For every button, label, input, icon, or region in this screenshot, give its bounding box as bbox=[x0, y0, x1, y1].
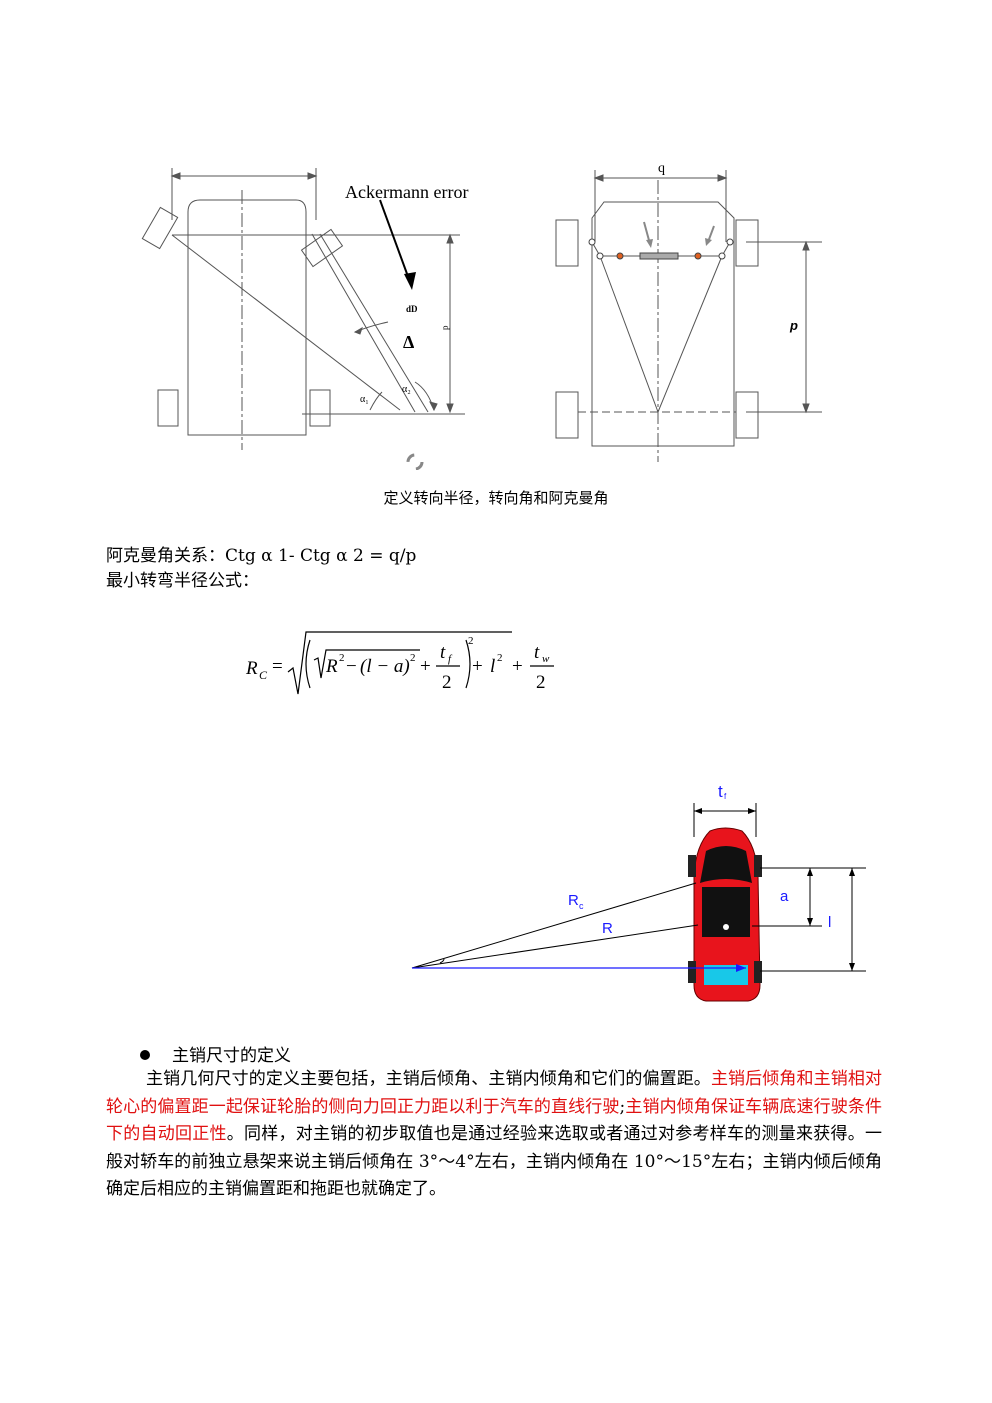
formula-l2-exp: 2 bbox=[497, 652, 503, 664]
formula-l-minus-a: (l − a) bbox=[360, 656, 410, 677]
formula-r2: R bbox=[325, 656, 338, 677]
formula-lhs: R bbox=[245, 658, 258, 679]
formula-tf-sub: f bbox=[448, 653, 453, 665]
alpha2-label: α₂ bbox=[402, 384, 411, 395]
formula-exp-2: 2 bbox=[410, 652, 416, 664]
section-heading-text: 主销尺寸的定义 bbox=[172, 1046, 291, 1066]
para-red1: 主销后倾角和主销相对轮心的偏置距一起保证轮胎的侧向力回正力距以利于汽车的直线行驶 bbox=[106, 1069, 883, 1117]
formula-outer-exp: 2 bbox=[468, 635, 474, 647]
bullet-icon bbox=[140, 1050, 150, 1060]
p-left-label: p bbox=[440, 325, 450, 330]
formula-two-b: 2 bbox=[536, 672, 546, 693]
rc-sub-label: c bbox=[579, 901, 584, 911]
svg-text:+: + bbox=[420, 656, 431, 677]
a-label: a bbox=[780, 888, 789, 905]
car-icon bbox=[688, 827, 762, 1002]
formula-two-a: 2 bbox=[442, 672, 452, 693]
l-label: l bbox=[828, 914, 831, 931]
min-turning-radius-formula: R C = R 2 − (l − a) 2 + t f 2 2 + l 2 + … bbox=[245, 631, 554, 695]
para-semicolon: ; bbox=[619, 1096, 626, 1117]
right-vehicle-diagram bbox=[555, 170, 822, 462]
ackermann-figure: Ackermann error dD Δ p α₁ α₂ bbox=[141, 161, 822, 470]
formula-r2-exp: 2 bbox=[339, 652, 345, 664]
formula-tf: t bbox=[440, 642, 446, 663]
r-label: R bbox=[602, 920, 613, 937]
min-radius-title: 最小转弯半径公式： bbox=[106, 571, 259, 591]
svg-text:+: + bbox=[472, 656, 483, 677]
para-part1: 主销几何尺寸的定义主要包括，主销后倾角、主销内倾角和它们的偏置距。 bbox=[146, 1069, 711, 1089]
formula-l2: l bbox=[490, 656, 495, 677]
formula-lhs-sub: C bbox=[259, 668, 268, 682]
para-red2: 主销内倾角保证车辆底速行驶条件下的自动回正性 bbox=[106, 1096, 883, 1145]
formula-tw-sub: w bbox=[542, 653, 550, 665]
delta-label: Δ bbox=[403, 332, 414, 352]
tf-sub-label: f bbox=[724, 792, 727, 801]
formula-tw: t bbox=[534, 642, 540, 663]
figure1-caption: 定义转向半径，转向角和阿克曼角 bbox=[383, 489, 609, 507]
alpha1-label: α₁ bbox=[360, 394, 369, 405]
q-label: q bbox=[658, 161, 665, 176]
formula-equals: = bbox=[272, 656, 283, 677]
section-heading: 主销尺寸的定义 bbox=[140, 1041, 291, 1066]
tf-label: t bbox=[718, 782, 723, 801]
rc-label: R bbox=[568, 892, 579, 909]
left-vehicle-diagram bbox=[141, 168, 465, 470]
car-turning-figure: t f R c R a l bbox=[411, 782, 866, 1002]
dd-label: dD bbox=[406, 304, 418, 314]
ackermann-error-label: Ackermann error bbox=[345, 182, 468, 202]
svg-text:−: − bbox=[346, 656, 357, 677]
section-paragraph: 主销几何尺寸的定义主要包括，主销后倾角、主销内倾角和它们的偏置距。主销后倾角和主… bbox=[106, 1066, 882, 1204]
svg-text:+: + bbox=[512, 656, 523, 677]
ackermann-relation: 阿克曼角关系：Ctg α 1- Ctg α 2 = q/p bbox=[106, 546, 417, 566]
p-right-label: p bbox=[789, 318, 798, 333]
para-part2: 。同样，对主销的初步取值也是通过经验来选取或者通过对参考样车的测量来获得。一般对… bbox=[106, 1124, 882, 1199]
